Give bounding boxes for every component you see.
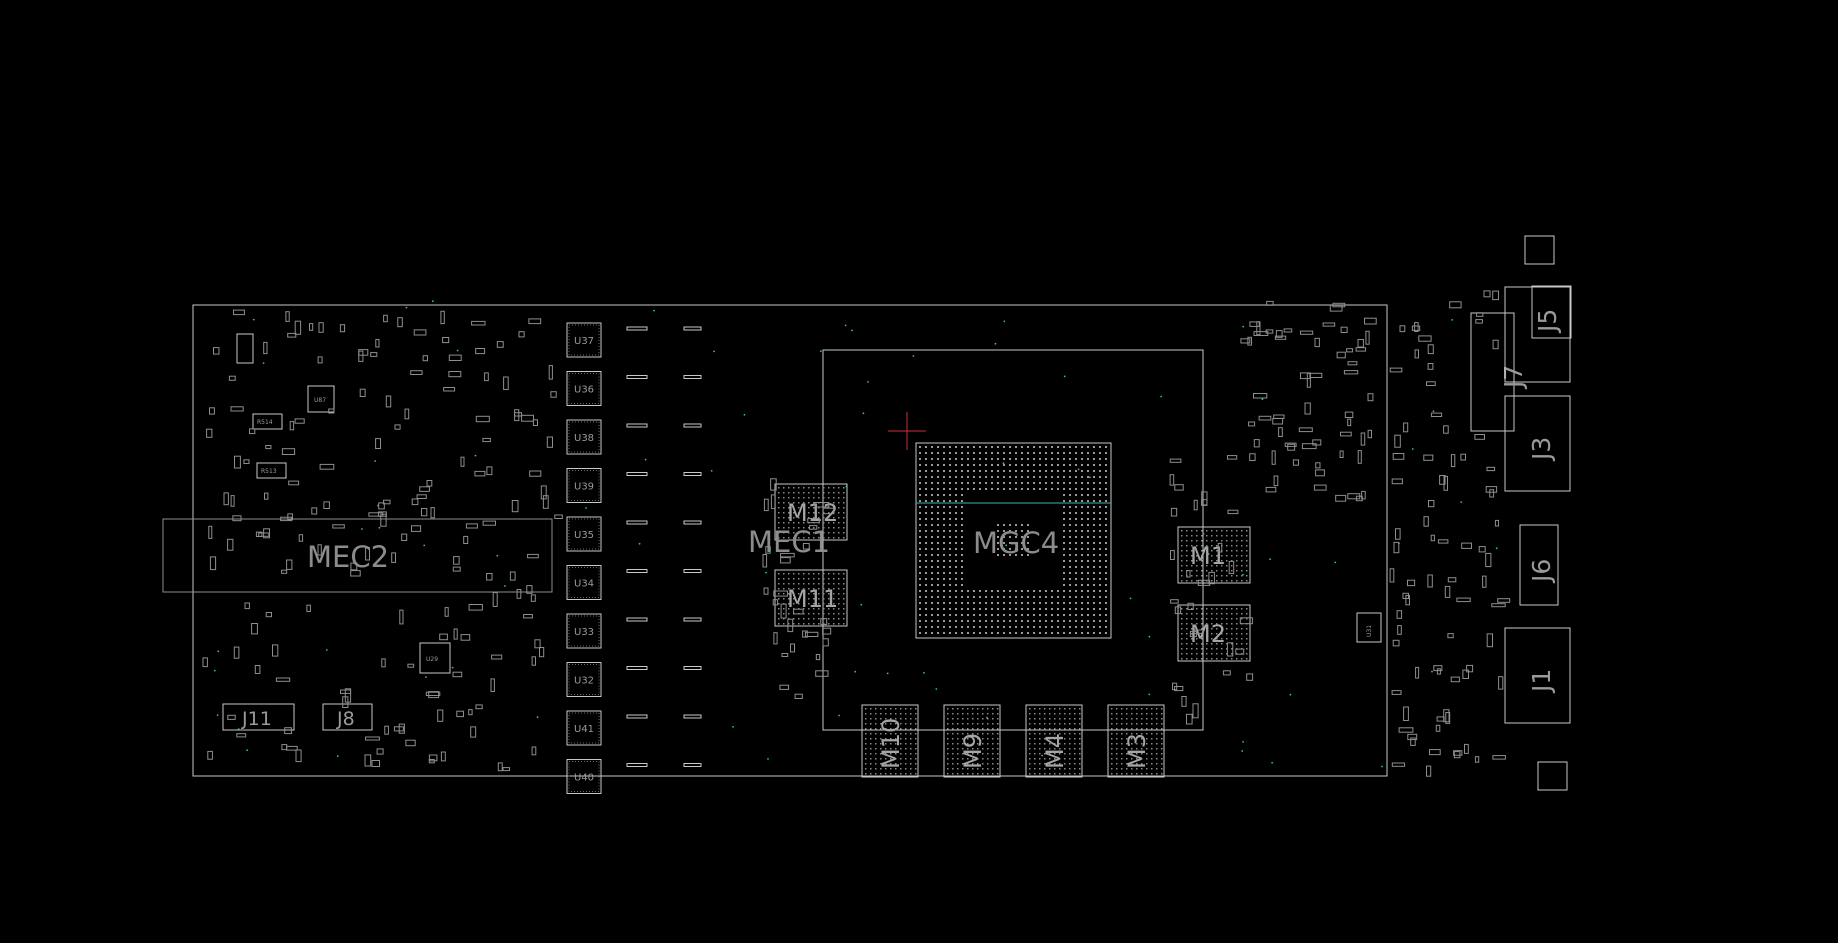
svg-text:J5: J5 [1533,309,1562,334]
cursor-crosshair-icon [888,412,926,450]
mec2-label: MEC2 [307,540,389,574]
svg-text:R514: R514 [257,419,273,426]
memory-chip-m2[interactable]: M2 [1177,604,1251,662]
connector-j11[interactable]: J11 [222,703,295,731]
regulator-ic-u37[interactable]: U37 [566,322,702,358]
top-right-pad [1524,235,1555,265]
memory-chip-m11[interactable]: M11 [774,569,848,627]
svg-text:U33: U33 [574,627,594,638]
res-r513[interactable]: R513 [256,462,287,479]
board-outline [192,304,1388,777]
ic-u29[interactable]: U29 [419,642,451,674]
connector-j1[interactable]: J1 [1504,627,1571,724]
svg-text:J8: J8 [336,708,355,730]
svg-text:J6: J6 [1527,559,1556,584]
svg-text:J1: J1 [1527,669,1556,694]
memory-chip-label: M11 [787,585,838,613]
gpu-package[interactable]: MGC4 [822,349,1204,731]
connector-j5[interactable]: J5 [1504,285,1572,383]
svg-text:J7: J7 [1499,365,1528,390]
res-r514[interactable]: R514 [252,413,283,430]
memory-chip-m12[interactable]: M12 [774,483,848,541]
memory-chip-label: M10 [877,718,905,769]
regulator-ic-u35[interactable]: U35 [566,516,702,552]
svg-text:U38: U38 [574,433,594,444]
svg-text:U87: U87 [314,397,326,404]
memory-chip-m10[interactable]: M10 [861,704,919,778]
svg-text:U32: U32 [574,676,594,687]
memory-chip-label: M2 [1190,620,1226,648]
connector-j6[interactable]: J6 [1519,524,1559,606]
svg-text:U31: U31 [1366,625,1373,637]
memory-chip-label: M1 [1190,542,1226,570]
svg-text:U36: U36 [574,385,594,396]
regulator-ic-u36[interactable]: U36 [566,371,702,406]
svg-text:U40: U40 [574,773,594,784]
bottom-right-pad [1537,761,1568,791]
regulator-ic-u41[interactable]: U41 [566,710,702,746]
svg-text:U41: U41 [574,724,594,735]
svg-text:J3: J3 [1527,437,1556,462]
mec2-region [162,518,553,593]
regulator-ic-u32[interactable]: U32 [566,662,702,697]
memory-chip-m3[interactable]: M3 [1107,704,1165,778]
svg-text:U35: U35 [574,530,594,541]
passive-components [202,290,1511,777]
ic-u31[interactable]: U31 [1356,612,1382,643]
memory-chip-label: M9 [959,733,987,769]
svg-text:U39: U39 [574,482,594,493]
memory-chip-m4[interactable]: M4 [1025,704,1083,778]
memory-chip-label: M3 [1123,733,1151,769]
gpu-label: MGC4 [973,526,1059,560]
ic-u87[interactable]: U87 [307,385,335,413]
svg-text:R513: R513 [261,468,277,475]
memory-chip-label: M4 [1041,733,1069,769]
svg-text:U34: U34 [574,579,594,590]
svg-text:U37: U37 [574,336,594,347]
connector-j7[interactable]: J7 [1470,312,1528,432]
memory-chip-m9[interactable]: M9 [943,704,1001,778]
connector-j3[interactable]: J3 [1504,395,1571,492]
svg-text:U29: U29 [426,656,438,663]
res-r515[interactable] [236,333,254,364]
regulator-ic-u38[interactable]: U38 [566,419,702,455]
regulator-ic-u39[interactable]: U39 [566,468,702,503]
regulator-ic-u33[interactable]: U33 [566,613,702,649]
regulator-ic-u34[interactable]: U34 [566,565,702,600]
regulator-ic-u40[interactable]: U40 [566,759,702,794]
svg-text:J11: J11 [241,708,272,730]
